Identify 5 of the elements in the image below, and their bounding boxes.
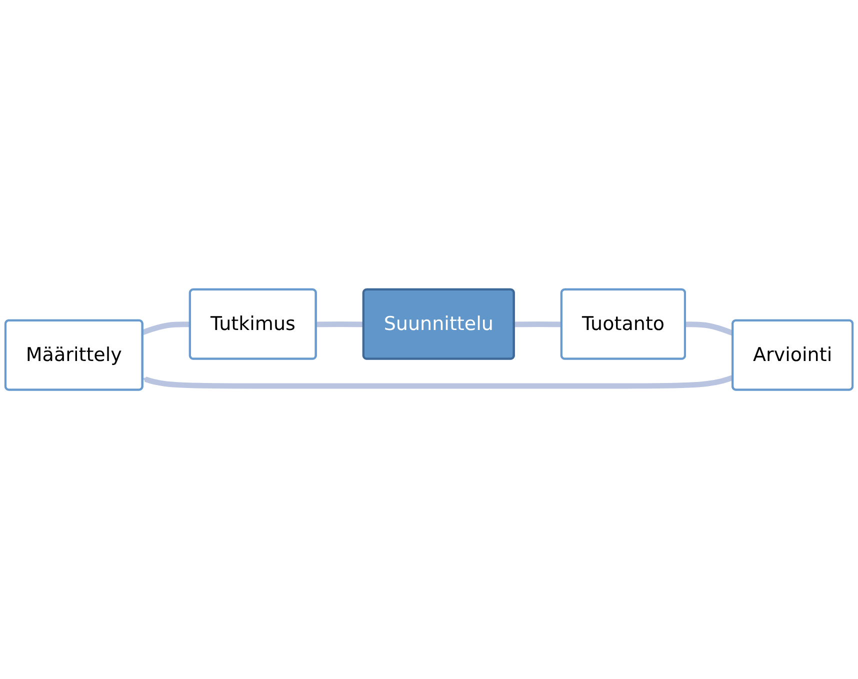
connector [142, 322, 190, 335]
arrow [142, 374, 734, 389]
connector [316, 321, 364, 328]
connector [514, 321, 562, 328]
connector [685, 322, 734, 336]
